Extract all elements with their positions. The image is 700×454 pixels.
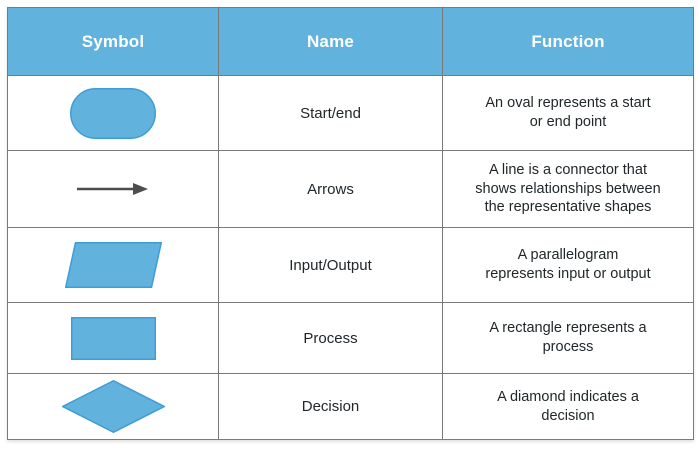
- row-function: A line is a connector that shows relatio…: [475, 162, 661, 216]
- table-row: Start/end An oval represents a start or …: [8, 75, 693, 150]
- header-label-name: Name: [306, 31, 355, 51]
- row-function: A diamond indicates a decision: [497, 388, 639, 424]
- function-cell: A line is a connector that shows relatio…: [443, 151, 693, 227]
- function-cell: An oval represents a start or end point: [443, 76, 693, 150]
- header-cell-name: Name: [219, 8, 443, 75]
- name-cell: Start/end: [219, 76, 443, 150]
- row-function: A parallelogram represents input or outp…: [485, 247, 651, 282]
- header-label-symbol: Symbol: [81, 31, 145, 51]
- function-cell: A rectangle represents a process: [443, 303, 693, 373]
- rectangle-symbol-icon: [70, 316, 156, 360]
- table-row: Decision A diamond indicates a decision: [8, 373, 693, 439]
- row-name: Arrows: [307, 180, 354, 198]
- symbol-cell: [8, 151, 219, 227]
- header-label-function: Function: [531, 31, 605, 51]
- table-row: Input/Output A parallelogram represents …: [8, 227, 693, 302]
- header-cell-symbol: Symbol: [8, 8, 219, 75]
- symbol-cell: [8, 374, 219, 439]
- function-cell: A parallelogram represents input or outp…: [443, 228, 693, 302]
- oval-symbol-icon: [70, 87, 156, 139]
- header-cell-function: Function: [443, 8, 693, 75]
- row-name: Input/Output: [289, 256, 372, 274]
- name-cell: Process: [219, 303, 443, 373]
- row-function: An oval represents a start or end point: [485, 95, 651, 130]
- symbol-cell: [8, 76, 219, 150]
- table-header-row: Symbol Name Function: [8, 8, 693, 75]
- function-cell: A diamond indicates a decision: [443, 374, 693, 439]
- table-row: Arrows A line is a connector that shows …: [8, 150, 693, 227]
- symbol-cell: [8, 228, 219, 302]
- symbol-cell: [8, 303, 219, 373]
- name-cell: Input/Output: [219, 228, 443, 302]
- arrow-symbol-icon: [77, 183, 148, 195]
- diamond-symbol-icon: [61, 380, 165, 433]
- table-row: Process A rectangle represents a process: [8, 302, 693, 373]
- row-function: A rectangle represents a process: [489, 320, 647, 355]
- row-name: Start/end: [300, 104, 361, 122]
- parallelogram-symbol-icon: [64, 242, 162, 288]
- symbols-table: Symbol Name Function Start/end An oval r…: [7, 7, 694, 440]
- row-name: Decision: [301, 398, 360, 415]
- name-cell: Decision: [219, 374, 443, 439]
- name-cell: Arrows: [219, 151, 443, 227]
- row-name: Process: [303, 329, 358, 347]
